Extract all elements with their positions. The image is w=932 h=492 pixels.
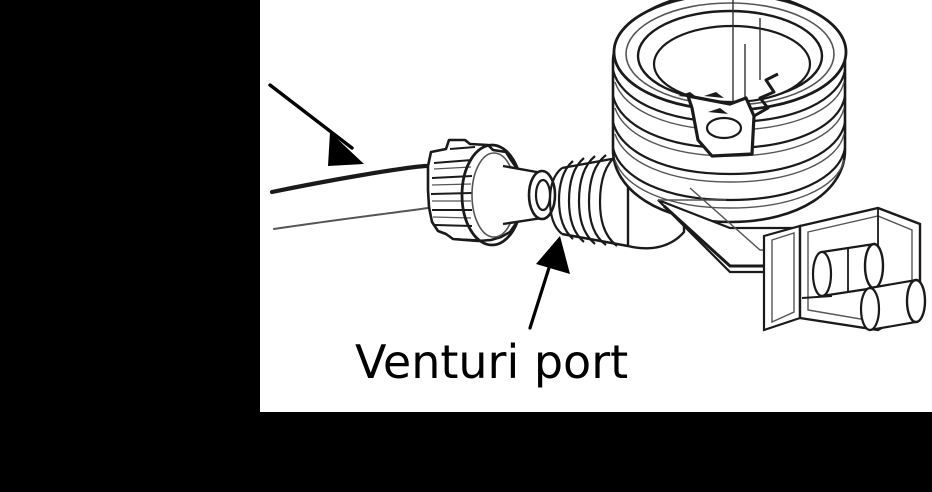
terminal-block <box>762 206 927 332</box>
bottom-letterbox-bar <box>0 412 932 492</box>
left-letterbox-bar <box>0 0 260 492</box>
barb-connector-2 <box>859 278 927 332</box>
hose-callout-arrow <box>268 83 364 166</box>
figure-panel: Venturi port <box>260 0 932 412</box>
venturi-port-callout-arrow <box>528 236 570 330</box>
supply-hose <box>269 163 429 230</box>
technical-drawing: Venturi port <box>268 0 927 389</box>
threaded-collar-ring <box>611 0 848 224</box>
venturi-port-label: Venturi port <box>355 335 628 389</box>
barb-connector-1 <box>811 242 885 298</box>
internal-vane <box>678 72 779 158</box>
knurled-coupling-nut <box>426 138 557 247</box>
